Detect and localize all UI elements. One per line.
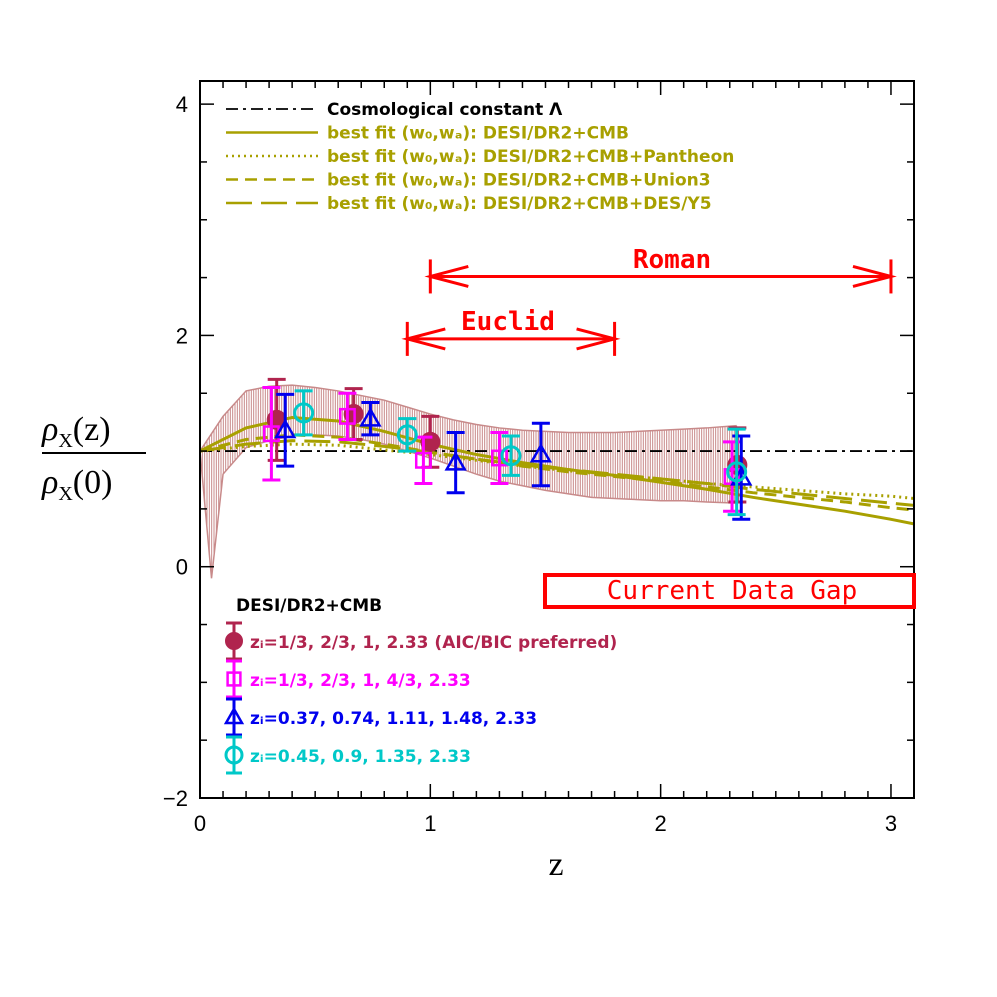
data-point-square-open — [490, 431, 509, 485]
euclid-arrow-head-left — [401, 327, 446, 351]
data-legend-label: zᵢ=1/3, 2/3, 1, 2.33 (AIC/BIC preferred) — [250, 633, 617, 653]
data-point-circle-open — [726, 427, 748, 517]
legend-line-label: best fit (w₀,wₐ): DESI/DR2+CMB — [327, 124, 629, 144]
data-legend: DESI/DR2+CMB zᵢ=1/3, 2/3, 1, 2.33 (AIC/B… — [223, 596, 617, 775]
data-legend-item: zᵢ=0.45, 0.9, 1.35, 2.33 — [224, 735, 471, 775]
roman-arrow — [424, 259, 897, 294]
data-legend-label: zᵢ=0.45, 0.9, 1.35, 2.33 — [250, 747, 471, 767]
marker-circle-filled — [225, 632, 243, 650]
legend-line-label: best fit (w₀,wₐ): DESI/DR2+CMB+Union3 — [327, 171, 711, 191]
data-point-circle-open — [396, 417, 418, 453]
marker-square-open — [414, 451, 432, 469]
euclid-arrow — [401, 321, 621, 356]
survey-annotations: Roman Euclid Current Data Gap — [401, 245, 916, 609]
y-tick-label: −2 — [163, 786, 188, 811]
roman-label: Roman — [633, 245, 711, 275]
data-legend-item: zᵢ=0.37, 0.74, 1.11, 1.48, 2.33 — [223, 697, 537, 737]
x-tick-label: 3 — [885, 811, 897, 836]
y-axis-title-denominator: ρX(0) — [41, 464, 112, 505]
legend-line-label: best fit (w₀,wₐ): DESI/DR2+CMB+Pantheon — [327, 147, 734, 167]
y-axis-title-numerator: ρX(z) — [41, 411, 111, 452]
data-legend-title: DESI/DR2+CMB — [236, 596, 382, 616]
marker-triangle-open — [223, 706, 245, 725]
x-tick-label: 0 — [194, 811, 206, 836]
marker-triangle-open — [359, 407, 382, 427]
data-legend-label: zᵢ=1/3, 2/3, 1, 4/3, 2.33 — [250, 671, 471, 691]
legend-line-label: best fit (w₀,wₐ): DESI/DR2+CMB+DES/Y5 — [327, 194, 712, 214]
data-point-triangle-open — [529, 421, 553, 488]
y-tick-label: 4 — [176, 92, 188, 117]
data-point-circle-open — [293, 389, 315, 437]
plot-frame — [199, 80, 915, 799]
model-curves — [200, 416, 914, 526]
marker-circle-open — [396, 424, 418, 446]
marker-triangle-open — [529, 443, 553, 463]
model-curve-dashed — [200, 433, 914, 512]
data-point-triangle-open — [274, 392, 297, 468]
y-axis-title: ρX(z) ρX(0) — [41, 411, 146, 505]
data-point-square-open — [338, 391, 357, 441]
model-curve-longdash — [200, 439, 914, 507]
marker-square-open — [226, 671, 242, 687]
roman-arrow-head-left — [424, 264, 469, 288]
roman-arrow-head-right — [852, 264, 897, 288]
marker-triangle-open — [274, 418, 297, 439]
data-legend-label: zᵢ=0.37, 0.74, 1.11, 1.48, 2.33 — [250, 709, 537, 729]
marker-circle-open — [500, 445, 522, 467]
marker-circle-open — [726, 461, 748, 483]
x-tick-label: 1 — [424, 811, 436, 836]
y-tick-label: 2 — [176, 323, 188, 348]
data-point-triangle-open — [359, 400, 382, 437]
data-point-triangle-open — [444, 431, 467, 495]
x-tick-label: 2 — [655, 811, 667, 836]
euclid-label: Euclid — [461, 307, 555, 337]
plot-border — [199, 80, 915, 799]
marker-square-open — [338, 407, 356, 425]
euclid-arrow-head-right — [576, 327, 621, 351]
y-tick-label: 0 — [176, 555, 188, 580]
data-legend-item: zᵢ=1/3, 2/3, 1, 2.33 (AIC/BIC preferred) — [225, 621, 617, 661]
legend-line-label: Cosmological constant Λ — [327, 100, 563, 120]
x-axis-title: z — [548, 846, 563, 883]
marker-circle-open — [293, 402, 315, 424]
marker-triangle-open — [444, 451, 467, 471]
marker-square-open — [490, 449, 508, 467]
data-point-circle-open — [500, 434, 522, 477]
line-legend: Cosmological constant Λ best fit (w₀,wₐ):… — [226, 100, 734, 214]
data-point-square-open — [262, 385, 281, 482]
marker-circle-open — [224, 745, 244, 765]
data-point-triangle-open — [730, 434, 753, 521]
data-gap-label: Current Data Gap — [607, 576, 857, 606]
data-legend-item: zᵢ=1/3, 2/3, 1, 4/3, 2.33 — [226, 659, 471, 699]
data-points — [262, 377, 753, 521]
data-gap-box — [543, 573, 916, 609]
